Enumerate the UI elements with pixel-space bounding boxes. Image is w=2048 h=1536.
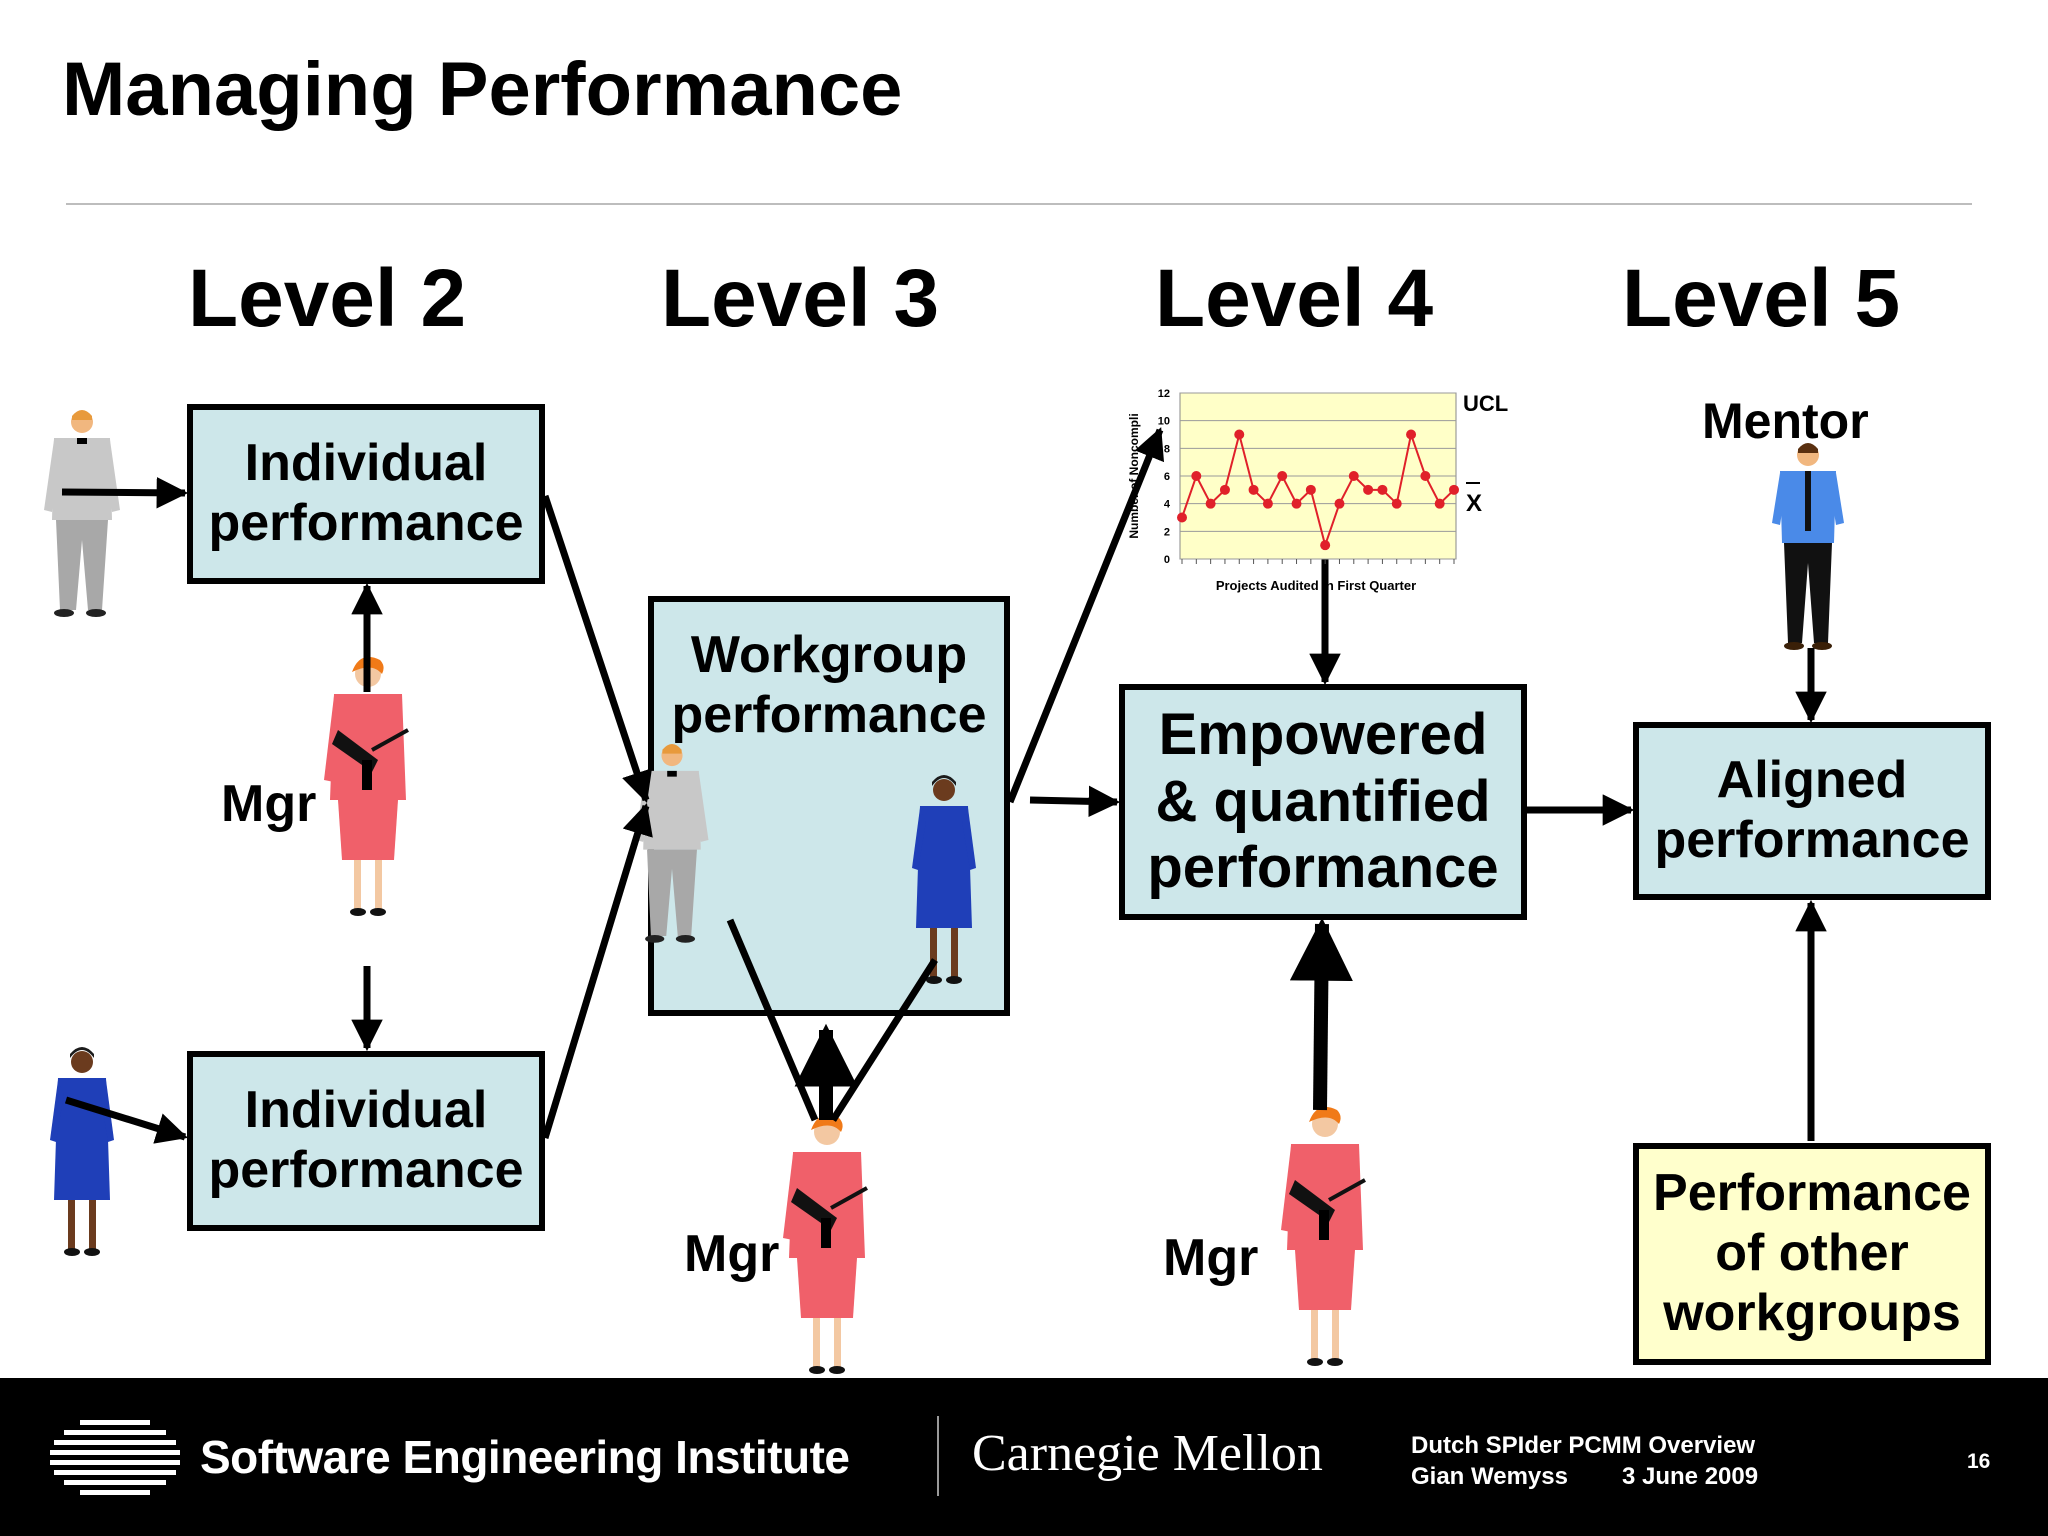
chart-data-point — [1320, 540, 1331, 551]
manager-label-level4: Mgr — [1163, 1229, 1259, 1287]
chart-data-point — [1262, 498, 1273, 509]
mentor-figure — [1772, 443, 1844, 650]
chart-y-tick-label: 10 — [1158, 416, 1170, 428]
chart-data-point — [1248, 484, 1259, 495]
chart-data-point — [1420, 471, 1431, 481]
chart-data-point — [1334, 498, 1345, 509]
chart-data-point — [1363, 484, 1374, 495]
chart-data-point — [1191, 471, 1202, 481]
chart-y-tick-label: 4 — [1164, 499, 1171, 511]
chart-data-point — [1377, 484, 1388, 495]
mean-x-label: X — [1466, 490, 1482, 517]
ucl-label: UCL — [1463, 391, 1508, 416]
presentation-title: Dutch SPIder PCMM Overview — [1411, 1432, 1756, 1459]
level-4-heading: Level 4 — [1155, 253, 1434, 344]
chart-y-tick-label: 0 — [1164, 554, 1170, 566]
presentation-date: 3 June 2009 — [1622, 1463, 1759, 1490]
level-3-heading: Level 3 — [661, 253, 940, 344]
sei-logo-icon — [50, 1420, 180, 1495]
workgroup-man-figure — [635, 744, 709, 943]
workgroup-performance-box: Workgroup performance — [648, 596, 1010, 1016]
employee-man-figure — [44, 410, 120, 617]
individual-performance-box-top: Individual performance — [187, 404, 545, 584]
manager-label-level3: Mgr — [684, 1225, 780, 1283]
chart-data-point — [1277, 471, 1288, 481]
footer-divider — [937, 1416, 939, 1496]
diagram-graphics: 0 2 4 6 8 10 12 Projects Audited in First Quar… — [44, 388, 1844, 1376]
chart-y-tick-label: 12 — [1158, 388, 1170, 400]
chart-y-axis-label: Number of Noncompli — [1127, 413, 1141, 538]
workgroup-performance-label: Workgroup performance — [671, 626, 987, 744]
chart-data-point — [1205, 498, 1216, 509]
chart-data-point — [1391, 498, 1402, 509]
other-workgroups-label: Performance of other workgroups — [1653, 1164, 1971, 1342]
manager-figure-level4 — [1279, 1104, 1367, 1368]
sei-wordmark: Software Engineering Institute — [200, 1431, 850, 1483]
aligned-performance-label: Aligned performance — [1654, 751, 1970, 869]
empowered-quantified-box: Empowered & quantified performance — [1119, 684, 1527, 920]
manager-label-level2: Mgr — [221, 775, 317, 833]
chart-y-tick-label: 8 — [1164, 443, 1170, 455]
aligned-performance-box: Aligned performance — [1633, 722, 1991, 900]
chart-y-tick-label: 2 — [1164, 526, 1170, 538]
manager-figure-level3 — [781, 1112, 869, 1376]
chart-data-point — [1291, 498, 1302, 509]
chart-data-point — [1406, 429, 1417, 440]
chart-y-tick-label: 6 — [1164, 471, 1170, 483]
individual-performance-label: Individual performance — [208, 434, 524, 552]
other-workgroups-box: Performance of other workgroups — [1633, 1143, 1991, 1365]
page-number: 16 — [1967, 1450, 1991, 1473]
chart-data-point — [1434, 498, 1445, 509]
mentor-label: Mentor — [1702, 393, 1869, 449]
control-chart: 0 2 4 6 8 10 12 Projects Audited in First Quar… — [1127, 388, 1508, 593]
chart-data-point — [1305, 484, 1316, 495]
chart-data-point — [1348, 471, 1359, 481]
individual-performance-box-bottom: Individual performance — [187, 1051, 545, 1231]
chart-data-point — [1219, 484, 1230, 495]
chart-data-point — [1177, 512, 1187, 523]
footer-bar: Software Engineering Institute Carnegie … — [0, 1378, 2048, 1536]
chart-data-point — [1449, 484, 1459, 495]
chart-data-point — [1234, 429, 1245, 440]
workgroup-woman-figure — [912, 775, 976, 984]
employee-woman-figure — [50, 1047, 114, 1256]
slide-title: Managing Performance — [62, 47, 903, 132]
cmu-wordmark: Carnegie Mellon — [972, 1425, 1323, 1482]
title-divider — [66, 203, 1972, 205]
manager-figure-level2 — [322, 654, 410, 918]
individual-performance-label: Individual performance — [208, 1081, 524, 1199]
chart-x-axis-label: Projects Audited in First Quarter — [1216, 578, 1416, 593]
level-5-heading: Level 5 — [1622, 253, 1901, 344]
manager-to-empowered-arrow — [1289, 917, 1353, 1111]
chart-series-line — [1181, 430, 1455, 549]
empowered-quantified-label: Empowered & quantified performance — [1147, 701, 1499, 901]
level-2-heading: Level 2 — [188, 253, 467, 344]
author-name: Gian Wemyss — [1411, 1463, 1568, 1490]
